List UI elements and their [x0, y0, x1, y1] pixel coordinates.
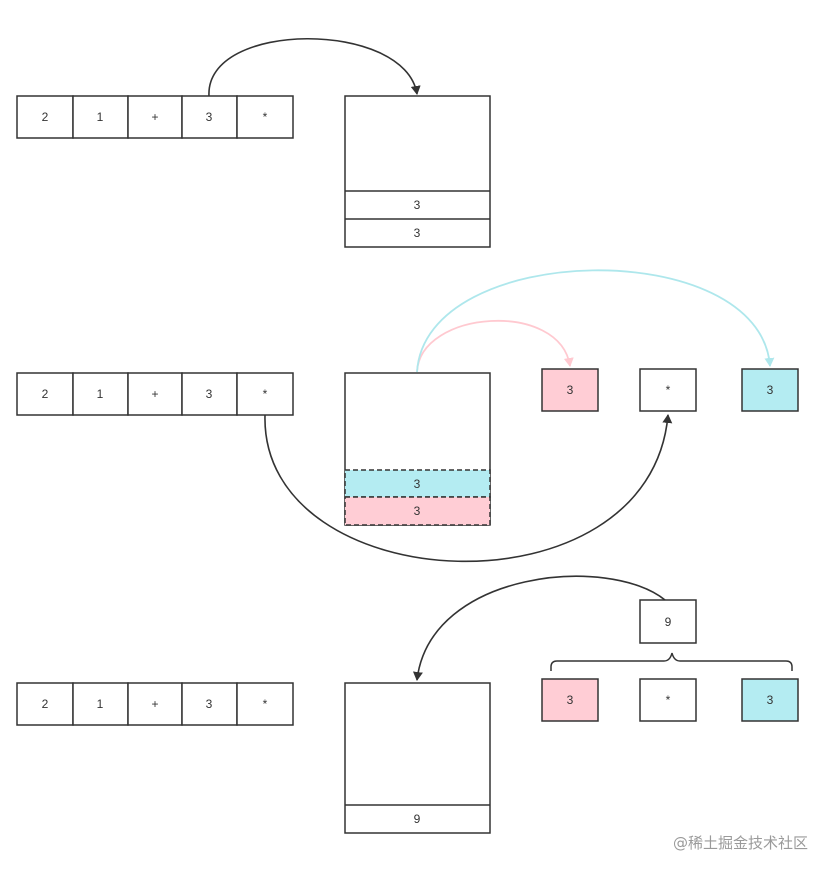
stack-item-pink — [344, 496, 491, 526]
stack-item-label: 9 — [414, 812, 421, 826]
token-label: + — [151, 387, 158, 401]
token-strip-3: 2 1 + 3 * — [16, 682, 294, 726]
operand-box-cyan — [741, 368, 799, 412]
token-cell — [127, 372, 183, 416]
token-strip-1: 2 1 + 3 * — [16, 95, 294, 139]
row-3: 2 1 + 3 * 9 9 3 * 3 — [16, 575, 799, 834]
token-label: 3 — [206, 110, 213, 124]
pop-arrow-cyan — [416, 269, 775, 373]
token-cell — [72, 372, 129, 416]
push-arrow — [208, 38, 421, 97]
result-label: 9 — [665, 615, 672, 629]
token-label: 2 — [42, 387, 49, 401]
operand-box-pink — [541, 678, 599, 722]
operator-box — [639, 678, 697, 722]
token-cell — [236, 95, 294, 139]
token-label: * — [263, 697, 268, 711]
operand-box-cyan — [741, 678, 799, 722]
operator-arrow — [264, 414, 673, 563]
token-label: 3 — [206, 697, 213, 711]
operands-3: 3 * 3 — [541, 678, 799, 722]
stack-item-label: 3 — [414, 198, 421, 212]
stack-1: 3 3 — [344, 95, 491, 248]
operand-label: 3 — [767, 693, 774, 707]
token-cell — [16, 372, 74, 416]
push-result-arrow — [412, 575, 666, 681]
token-label: 1 — [97, 110, 104, 124]
token-strip-2: 2 1 + 3 * — [16, 372, 294, 416]
token-cell — [16, 95, 74, 139]
pop-arrow-pink — [416, 319, 574, 373]
result-box — [639, 599, 697, 644]
operand-box-pink — [541, 368, 599, 412]
stack-container — [344, 682, 491, 834]
token-cell — [181, 372, 238, 416]
token-label: 1 — [97, 697, 104, 711]
operator-label: * — [666, 693, 671, 707]
token-label: 3 — [206, 387, 213, 401]
stack-container — [344, 95, 491, 248]
token-label: + — [151, 110, 158, 124]
token-label: * — [263, 387, 268, 401]
watermark: @稀土掘金技术社区 — [672, 834, 808, 852]
popped-operands-2: 3 * 3 — [541, 368, 799, 412]
stack-3: 9 — [344, 682, 491, 834]
token-label: + — [151, 697, 158, 711]
stack-2: 3 3 — [344, 372, 491, 526]
token-cell — [127, 95, 183, 139]
token-cell — [181, 682, 238, 726]
stack-item-label: 3 — [414, 477, 421, 491]
operator-label: * — [666, 383, 671, 397]
result-group: 9 — [550, 599, 793, 671]
token-label: 2 — [42, 110, 49, 124]
row-2: 2 1 + 3 * 3 3 3 * 3 — [16, 269, 799, 563]
stack-item-label: 3 — [414, 504, 421, 518]
token-label: 1 — [97, 387, 104, 401]
row-1: 2 1 + 3 * 3 3 — [16, 38, 491, 248]
stack-item-label: 3 — [414, 226, 421, 240]
operand-label: 3 — [567, 693, 574, 707]
token-cell — [236, 682, 294, 726]
operand-label: 3 — [567, 383, 574, 397]
token-label: * — [263, 110, 268, 124]
token-cell — [72, 95, 129, 139]
brace — [550, 652, 793, 671]
operand-label: 3 — [767, 383, 774, 397]
operator-box — [639, 368, 697, 412]
token-label: 2 — [42, 697, 49, 711]
token-cell — [16, 682, 74, 726]
